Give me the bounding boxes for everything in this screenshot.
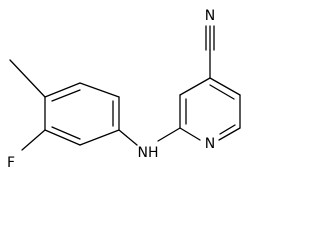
fluorine-bond bbox=[21, 129, 46, 151]
fluorine-label: F bbox=[7, 155, 15, 171]
benzene-ring bbox=[44, 82, 120, 146]
bond-b3-b4-inner bbox=[51, 89, 81, 102]
amine-linker bbox=[118, 127, 181, 146]
bond-b2-b3 bbox=[79, 82, 120, 98]
bond-c2-nh bbox=[157, 127, 181, 142]
nitrile-group bbox=[205, 25, 215, 79]
bond-nh-c1 bbox=[118, 129, 138, 146]
bond-b5-b6 bbox=[44, 129, 81, 146]
substituents bbox=[9, 59, 46, 151]
amine-nh-label: NH bbox=[138, 145, 159, 161]
bond-b3-b4 bbox=[44, 82, 81, 98]
nitrile-n-label: N bbox=[205, 8, 215, 24]
bond-c2-n1 bbox=[179, 127, 201, 141]
bond-n1-c6-inner bbox=[219, 124, 236, 135]
ring-n-label: N bbox=[205, 136, 215, 152]
bond-b6-b1 bbox=[79, 129, 120, 146]
bond-c4-c3 bbox=[179, 77, 211, 96]
bond-n1-c6 bbox=[218, 127, 241, 141]
bond-b5-b6-inner bbox=[51, 126, 81, 140]
methyl-bond bbox=[9, 59, 46, 98]
pyridine-ring bbox=[179, 77, 241, 141]
molecule-diagram: N N NH F bbox=[7, 8, 241, 171]
structure-canvas: N N NH F bbox=[7, 8, 241, 171]
bond-c5-c4 bbox=[209, 77, 241, 96]
bond-c5-c4-inner bbox=[209, 84, 235, 100]
